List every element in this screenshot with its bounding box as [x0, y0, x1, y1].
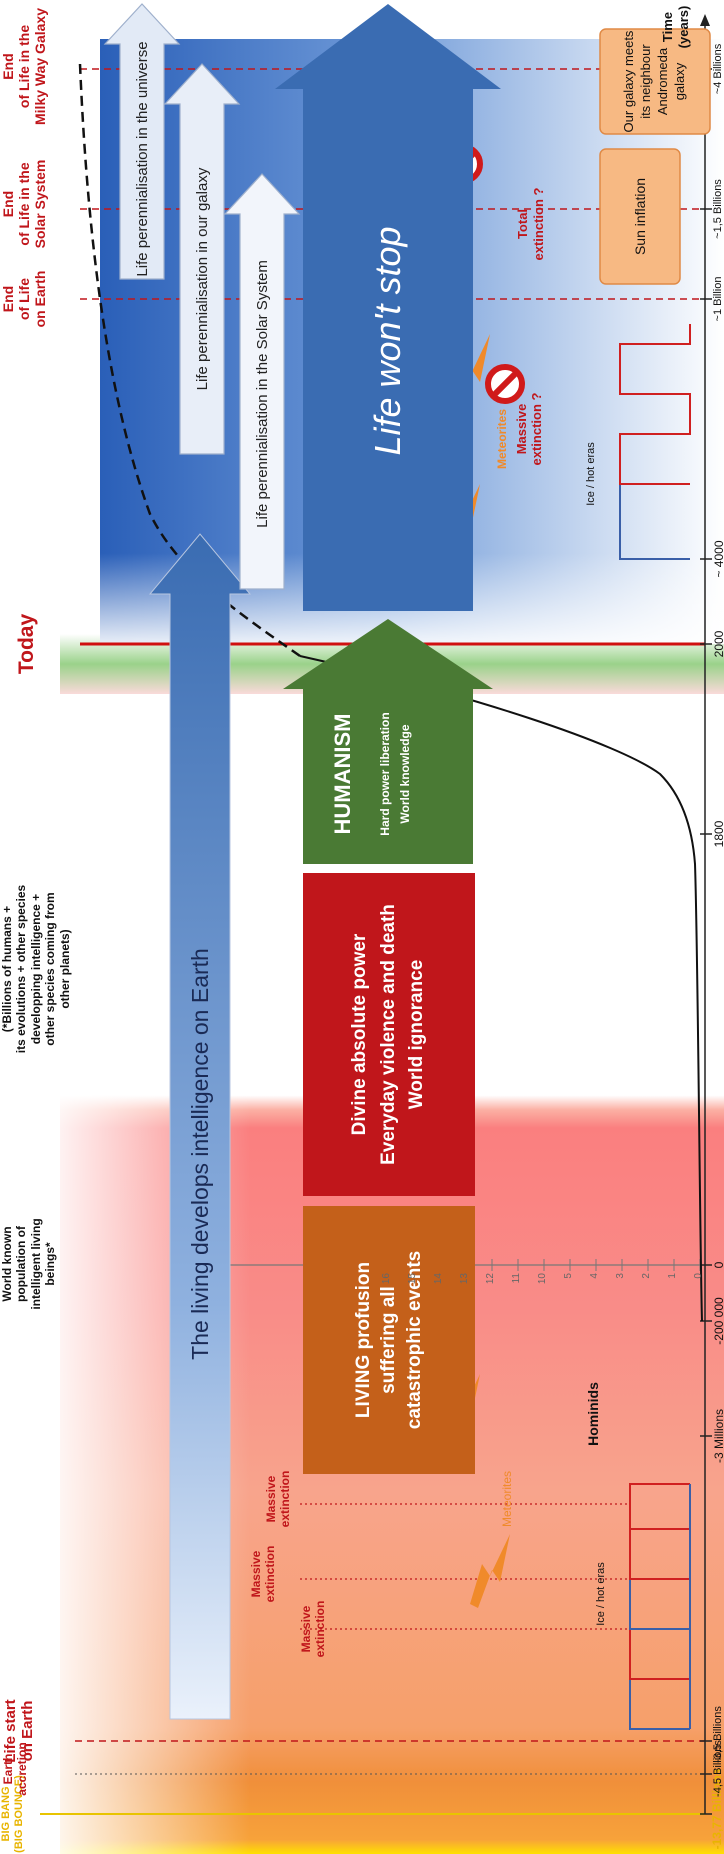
- perennial-galaxy-text: Life perennialisation in our galaxy: [193, 167, 211, 391]
- time-tick-label: -3,5 Billions: [712, 1706, 724, 1763]
- meteorites-future-label: Meteorites: [495, 408, 509, 470]
- galaxy-meets-box: [599, 28, 711, 135]
- divine-box: [303, 873, 475, 1196]
- perennial-universe-arrow: [103, 3, 181, 280]
- time-tick-label: ~ 4000: [712, 540, 724, 577]
- life-wont-stop-arrow: [275, 4, 501, 611]
- perennial-solar-text: Life perennialisation in the Solar Syste…: [253, 260, 271, 528]
- humanism-subtitle: Hard power liberation World knowledge: [378, 712, 413, 836]
- perennial-solar-arrow: [223, 173, 301, 590]
- time-tick-label: 2000: [712, 630, 724, 658]
- living-develops-text: The living develops intelligence on Eart…: [186, 948, 213, 1360]
- massive-extinction-label-3: Massive extinction: [264, 1470, 292, 1528]
- population-tick-label: 11: [511, 1273, 522, 1284]
- time-tick-label: 0: [712, 1250, 724, 1280]
- massive-extinction-future-label: Massive extinction ?: [514, 392, 544, 466]
- time-tick-label: 1800: [712, 820, 724, 848]
- humanism-arrow: [283, 619, 493, 864]
- population-note: (*Billions of humans + its evolutions + …: [0, 884, 72, 1054]
- galaxy-meets-text: Our galaxy meets its neighbour Andromeda…: [621, 30, 687, 133]
- time-tick-label: ~4 Billions: [712, 43, 724, 95]
- top-margin: [0, 0, 60, 1854]
- today-label: Today: [15, 613, 38, 675]
- end-earth-label: End of Life on Earth: [0, 270, 49, 328]
- prohibited-icon: [485, 364, 525, 404]
- meteorite-icon: [470, 1534, 510, 1608]
- end-galaxy-label: End of Life in the Milky Way Galaxy: [0, 8, 49, 125]
- life-wont-stop-text: Life won't stop: [367, 226, 408, 456]
- population-tick-label: 2: [641, 1273, 652, 1279]
- sun-inflation-text: Sun inflation: [632, 177, 648, 256]
- population-tick-label: 14: [433, 1273, 444, 1285]
- population-tick-label: 5: [563, 1273, 574, 1279]
- population-tick-label: 13: [459, 1273, 470, 1285]
- life-start-label: Life start on Earth: [2, 1699, 37, 1763]
- living-develops-arrow: [148, 533, 252, 1720]
- perennial-universe-text: Life perennialisation in the universe: [133, 41, 151, 277]
- time-tick-label: -3 Millions: [712, 1409, 724, 1464]
- population-tick-label: 3: [615, 1273, 626, 1279]
- population-tick-label: 15: [407, 1273, 418, 1285]
- humanism-title: HUMANISM: [330, 713, 355, 835]
- ice-hot-label: Ice / hot eras: [595, 1562, 607, 1626]
- time-tick-label: ~1 Billion: [712, 276, 724, 322]
- sun-inflation-box: [599, 148, 681, 285]
- hominids-label: Hominids: [585, 1382, 601, 1446]
- time-axis-arrowhead: [700, 14, 710, 26]
- living-box-text: LIVING profusion suffering all catastrop…: [352, 1250, 425, 1430]
- population-tick-label: 1: [667, 1273, 678, 1279]
- population-tick-label: 16: [381, 1273, 392, 1285]
- future-hot-era-wave: [619, 324, 691, 485]
- divine-box-text: Divine absolute power Everyday violence …: [349, 904, 428, 1165]
- population-tick-label: 4: [589, 1273, 600, 1279]
- population-projection-curve: [78, 63, 301, 658]
- population-tick-label: 0: [693, 1273, 704, 1279]
- meteorites-label: Meteorites: [500, 1470, 514, 1528]
- population-tick-label: 10: [537, 1273, 548, 1285]
- population-tick-label: 12: [485, 1273, 496, 1285]
- ice-hot-future-label: Ice / hot eras: [585, 442, 597, 506]
- massive-extinction-label-1: Massive extinction: [299, 1600, 327, 1658]
- total-extinction-label: Total extinction ?: [515, 187, 546, 261]
- hot-era-wave: [629, 1483, 690, 1530]
- time-tick-label: -200 000: [712, 1297, 724, 1345]
- perennial-galaxy-arrow: [163, 63, 241, 455]
- world-population-label: World known population of intelligent li…: [0, 1218, 58, 1310]
- end-solar-label: End of Life in the Solar System: [0, 159, 49, 249]
- living-box: [303, 1206, 475, 1474]
- time-tick-label: ~1,5 Billions: [712, 179, 724, 239]
- population-curve: [299, 655, 703, 1322]
- time-axis-label: Time (years): [660, 5, 691, 49]
